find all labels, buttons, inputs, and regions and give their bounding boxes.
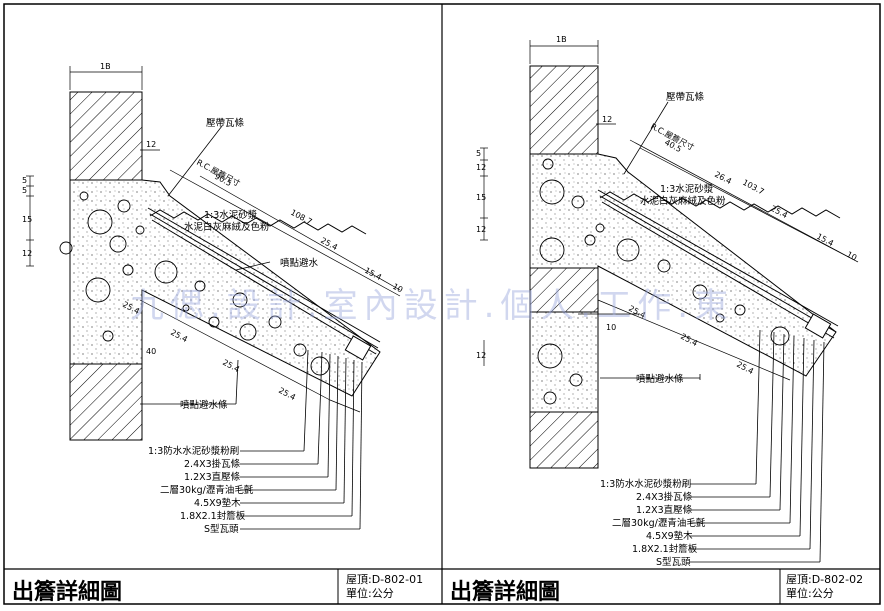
rc-eave-slab: [69, 179, 381, 397]
callout-drip: 噴點避水: [280, 257, 319, 269]
callout-drip2: 噴點避水條: [180, 399, 228, 411]
callout-drip-2: 噴點避水條: [636, 373, 684, 385]
legend-item: 1.2X3直壓條: [184, 471, 241, 483]
legend-item: S型瓦頭: [656, 557, 691, 568]
dim-top-2: 12: [602, 115, 612, 124]
drawing-code-left: 屋頂:D-802-01: [346, 573, 424, 586]
dim-wall-width-2: 1B: [556, 35, 567, 44]
dim-10: 10: [391, 282, 404, 295]
legend-item: 2.4X3掛瓦條: [184, 458, 241, 470]
page-title-right: 出簷詳細圖: [450, 580, 561, 605]
callout-ridge: 壓帶瓦條: [206, 117, 245, 129]
callout-mortar: 1:3水泥砂漿: [204, 209, 258, 221]
dim-v12: 12: [22, 249, 32, 258]
dim-top: 12: [146, 140, 156, 149]
brick-wall-upper: [69, 91, 143, 181]
dim-v12c-2: 12: [476, 351, 486, 360]
dim-40: 40: [146, 347, 156, 356]
callout-ridge-2: 壓帶瓦條: [666, 91, 705, 103]
unit-right: 單位:公分: [786, 587, 834, 600]
legend-left: 1:3防水水泥砂漿粉刷 2.4X3掛瓦條 1.2X3直壓條 二層30kg/瀝青油…: [148, 445, 254, 535]
callout-mortar-2: 1:3水泥砂漿: [660, 183, 714, 195]
rc-eave-slab-2: [529, 153, 837, 377]
dim-v15: 15: [22, 215, 32, 224]
dim-254d-2: 25.4: [735, 360, 755, 376]
watermark: 九偲.設計.室內設計.個人.工作.東: [130, 286, 735, 326]
dim-1037-2: 103.7: [741, 178, 765, 197]
drawing-code-right: 屋頂:D-802-02: [786, 573, 864, 586]
left-detail: [26, 66, 401, 530]
dim-v15-2: 15: [476, 193, 486, 202]
dim-10a-2: 10: [845, 250, 858, 263]
legend-item: 4.5X9墊木: [646, 530, 693, 542]
dim-v5a-2: 5: [476, 149, 481, 158]
rc-beam-2: [529, 311, 599, 413]
dim-254c-2: 25.4: [679, 332, 699, 348]
dim-v5b: 5: [22, 186, 27, 195]
dim-10b-2: 10: [606, 323, 616, 332]
legend-item: 4.5X9墊木: [194, 497, 241, 509]
brick-wall-lower: [69, 363, 143, 441]
legend-item: 二層30kg/瀝青油毛氈: [160, 484, 254, 496]
legend-item: 2.4X3掛瓦條: [636, 491, 693, 503]
dim-v12-2: 12: [476, 163, 486, 172]
legend-item: 二層30kg/瀝青油毛氈: [612, 517, 706, 529]
dim-254c: 25.4: [169, 328, 189, 344]
brick-wall-mid-2: [529, 267, 599, 313]
dim-wall-width: 1B: [100, 62, 111, 71]
unit-left: 單位:公分: [346, 587, 394, 600]
legend-item: S型瓦頭: [204, 524, 239, 535]
dim-254e: 25.4: [277, 386, 297, 402]
legend-right: 1:3防水水泥砂漿粉刷 2.4X3掛瓦條 1.2X3直壓條 二層30kg/瀝青油…: [600, 478, 706, 568]
legend-item: 1.8X2.1封簷板: [632, 543, 698, 555]
legend-item: 1.8X2.1封簷板: [180, 510, 246, 522]
dim-v5a: 5: [22, 176, 27, 185]
brick-wall-lower-2: [529, 411, 599, 469]
legend-item: 1:3防水水泥砂漿粉刷: [600, 478, 691, 490]
legend-item: 1:3防水水泥砂漿粉刷: [148, 445, 239, 457]
brick-wall-upper-2: [529, 65, 599, 155]
dim-254a-2: 25.4: [769, 204, 789, 220]
dim-264-2: 26.4: [713, 170, 733, 186]
page-title-left: 出簷詳細圖: [12, 580, 123, 605]
right-detail: [480, 40, 859, 563]
callout-lime-2: 水泥白灰麻絨及色粉: [640, 195, 726, 207]
legend-item: 1.2X3直壓條: [636, 504, 693, 516]
callout-lime: 水泥白灰麻絨及色粉: [184, 221, 270, 233]
dim-v12b-2: 12: [476, 225, 486, 234]
dim-154-2: 15.4: [815, 232, 835, 248]
